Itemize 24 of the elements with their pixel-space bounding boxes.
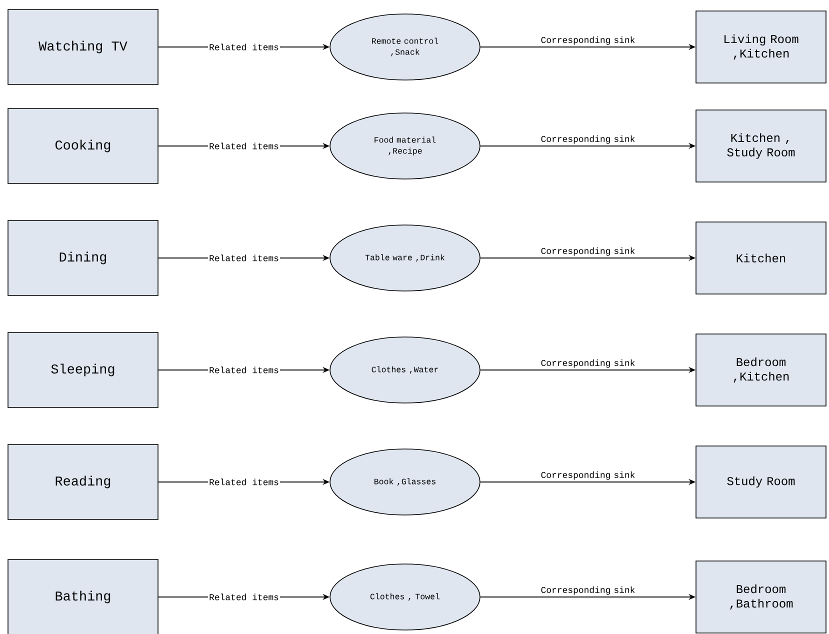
edge-label: Corresponding sink (541, 359, 635, 368)
activity-box: Bathing (8, 559, 158, 634)
room-box: Living Room ,Kitchen (696, 10, 826, 84)
edge-label: Corresponding sink (541, 471, 635, 480)
edge-label: Related items (208, 142, 280, 150)
edge-label: Related items (208, 366, 280, 374)
edge-label: Related items (208, 42, 280, 52)
activity-box: Reading (8, 444, 158, 520)
edge-label: Corresponding sink (541, 586, 635, 595)
room-box: Bedroom ,Bathroom (696, 560, 826, 634)
activity-box: Sleeping (8, 332, 158, 408)
room-box: Study Room (696, 446, 826, 518)
edge-label: Corresponding sink (541, 36, 635, 45)
edge-label: Related items (208, 254, 280, 262)
edge-label: Related items (208, 592, 280, 602)
activity-box: Cooking (8, 108, 158, 184)
room-box: Kitchen (696, 222, 826, 294)
activity-box: Dining (8, 220, 158, 296)
activity-box: Watching TV (8, 9, 158, 85)
room-box: Kitchen , Study Room (696, 110, 826, 182)
edge-label: Corresponding sink (541, 135, 635, 144)
room-box: Bedroom ,Kitchen (696, 334, 826, 406)
edge-label: Corresponding sink (541, 247, 635, 256)
edge-label: Related items (208, 478, 280, 486)
